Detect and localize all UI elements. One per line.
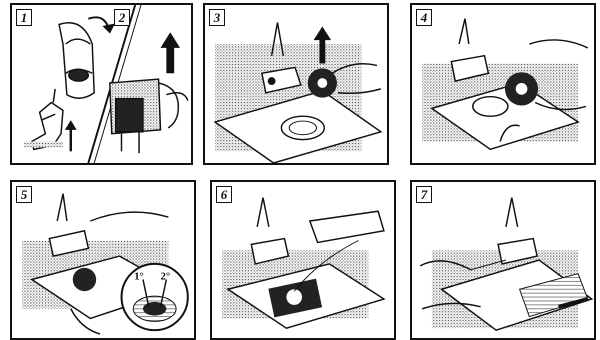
inset-label-first: 1° [134, 271, 144, 283]
step-panel-4: 4 [410, 3, 596, 165]
step-number-7: 7 [416, 186, 432, 203]
presser-foot-drawing [24, 89, 63, 149]
step-4-illustration [412, 5, 594, 163]
step-panel-6: 6 [210, 180, 396, 340]
up-arrow-icon [161, 32, 181, 73]
bobbin-cover-drawing [110, 79, 188, 153]
step-number-2: 2 [114, 9, 130, 26]
up-arrow-icon [65, 120, 77, 151]
step-panel-3: 3 [203, 3, 389, 165]
handwheel-drawing [59, 17, 114, 98]
step-number-5: 5 [16, 186, 32, 203]
step-number-6: 6 [216, 186, 232, 203]
step-panel-7: 7 [410, 180, 596, 340]
step-panel-1-2: 1 2 [10, 3, 193, 165]
step-number-1: 1 [16, 9, 32, 26]
step-5-illustration: 1° 2° [12, 182, 194, 338]
step-3-illustration [205, 5, 387, 163]
step-1-2-illustration [12, 5, 191, 163]
step-number-4: 4 [416, 9, 432, 26]
step-number-3: 3 [209, 9, 225, 26]
step-panel-5: 5 1° 2° [10, 180, 196, 340]
inset-label-second: 2° [161, 271, 171, 283]
step-6-illustration [212, 182, 394, 338]
magnified-inset: 1° 2° [122, 264, 188, 330]
step-7-illustration [412, 182, 594, 338]
